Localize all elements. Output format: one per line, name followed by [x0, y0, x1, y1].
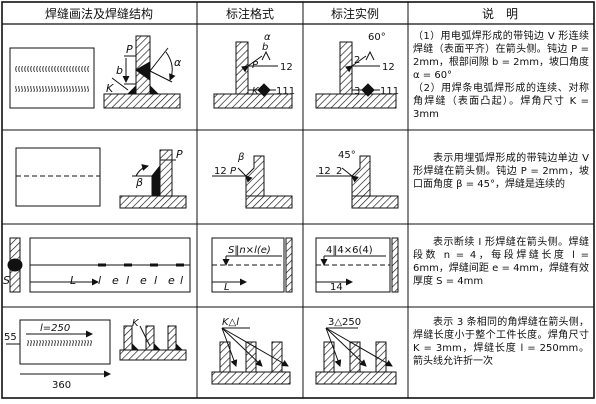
- row-3-example: [315, 237, 399, 293]
- label-e-seg-2: e: [140, 274, 147, 287]
- base-plate: [103, 93, 181, 109]
- header-example: 标注实例: [331, 6, 379, 21]
- label-360: 360: [52, 380, 71, 391]
- format-label-beta: β: [237, 152, 245, 163]
- format-label-p: P: [252, 60, 259, 71]
- row-2-structure: [15, 147, 187, 209]
- row-3-description: 表示断续 I 形焊缝在箭头侧。焊缝段数 n = 4，每段焊缝长度 l = 6mm…: [413, 237, 589, 287]
- example-label-111: 111: [380, 86, 399, 97]
- format-label-111: 111: [276, 86, 295, 97]
- format-label-12: 12: [280, 62, 293, 73]
- row-2-example: [316, 155, 399, 209]
- label-k: K: [106, 82, 114, 95]
- weld-bead-ripple: [14, 66, 90, 72]
- label-b: b: [116, 64, 123, 77]
- row-2-description: 表示用埋弧焊形成的带钝边单边 V 形焊缝在箭头侧。钝边 P = 2mm，坡口面角…: [413, 153, 589, 190]
- header-description: 说 明: [482, 6, 518, 21]
- base-plate-2: [119, 195, 187, 209]
- label-L: L: [70, 274, 76, 287]
- example-label-4-4x6-4: 4‖4×6(4): [326, 245, 373, 256]
- format-label-alpha: α: [264, 32, 271, 43]
- example-label-60: 60°: [368, 32, 386, 43]
- label-p-2: P: [176, 148, 183, 161]
- weld-plan-view: [9, 47, 95, 109]
- row-4-format: [211, 327, 291, 385]
- example-base-plate-2: [351, 195, 399, 209]
- example-base-plate-4: [315, 371, 397, 385]
- weld-plan-view-2: [15, 147, 101, 207]
- example-label-45: 45°: [338, 150, 356, 161]
- label-55: 55: [4, 332, 17, 343]
- example-label-12: 12: [382, 62, 395, 73]
- example-label-2: 2: [354, 55, 360, 66]
- format-vertical-plate: [235, 41, 249, 95]
- label-l-seg-4: l: [180, 274, 183, 287]
- row-1-format: [213, 41, 293, 109]
- row-2-format: [212, 155, 293, 209]
- format-base-plate: [213, 93, 293, 109]
- format-label-L: L: [224, 282, 230, 293]
- format-label-p-2: P: [230, 166, 237, 177]
- example-label-2-2: 2: [336, 166, 342, 177]
- example-label-3: 3: [354, 86, 360, 97]
- table-header: 焊缝画法及焊缝结构 标注格式 标注实例 说 明: [45, 6, 518, 21]
- example-label-3-250: 3△250: [328, 317, 361, 328]
- fillet-welds: [126, 84, 160, 95]
- row-1-structure: [9, 35, 181, 109]
- bevel-weld: [151, 164, 161, 197]
- format-label-k-l: K△l: [222, 317, 239, 328]
- row-3-format: [211, 237, 293, 293]
- label-k-4: K: [132, 318, 140, 329]
- example-label-14: 14: [330, 282, 343, 293]
- header-format: 标注格式: [226, 6, 274, 21]
- label-l-250: l=250: [40, 323, 70, 334]
- format-base-plate-2: [245, 195, 293, 209]
- label-p: P: [126, 43, 133, 56]
- format-label-s-n-l-e: S‖n×l(e): [228, 245, 271, 256]
- row-4-structure: [6, 319, 187, 378]
- row-1-description: （1）用电弧焊形成的带钝边 V 形连续焊缝（表面平齐）在箭头侧。钝边 P = 2…: [413, 31, 589, 120]
- format-base-plate-4: [211, 371, 291, 385]
- weld-plan-view-4: [19, 319, 111, 365]
- format-label-k: K: [252, 86, 260, 97]
- label-l-seg-2: l: [126, 274, 129, 287]
- row-4-description: 表示 3 条相同的角焊缝在箭头侧，焊缝长度小于整个工件长度。焊角尺寸 K = 3…: [413, 317, 589, 367]
- label-l-seg-1: l: [98, 274, 101, 287]
- base-plate-4: [119, 349, 187, 361]
- label-e-seg-3: e: [168, 274, 175, 287]
- header-structure: 焊缝画法及焊缝结构: [45, 6, 153, 21]
- label-l-seg-3: l: [154, 274, 157, 287]
- row-4-example: [315, 327, 397, 385]
- label-beta: β: [135, 176, 143, 189]
- row-1-example: [315, 41, 397, 109]
- v-groove-symbol: [261, 50, 271, 61]
- label-alpha: α: [174, 56, 182, 69]
- label-e-seg-1: e: [112, 274, 119, 287]
- example-label-12-2: 12: [318, 166, 331, 177]
- format-label-b: b: [262, 42, 268, 53]
- format-label-12-2: 12: [214, 166, 227, 177]
- example-vertical-plate: [339, 41, 353, 95]
- weld-bead-ripple: [14, 86, 90, 92]
- row-3-structure: [7, 237, 191, 293]
- label-s: S: [3, 274, 10, 287]
- example-base-plate: [315, 93, 397, 109]
